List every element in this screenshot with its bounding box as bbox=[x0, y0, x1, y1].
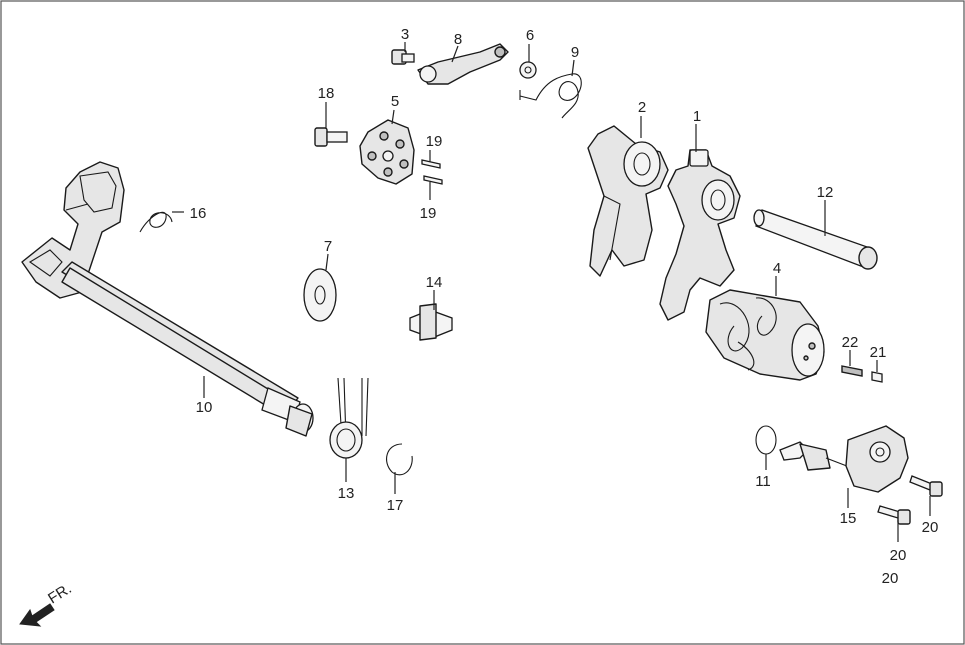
callout-9: 9 bbox=[571, 44, 579, 61]
callout-2: 2 bbox=[638, 99, 646, 116]
callout-15: 15 bbox=[840, 510, 857, 527]
callout-16: 16 bbox=[190, 205, 207, 222]
part-22-pin bbox=[841, 365, 863, 377]
callout-11: 11 bbox=[755, 473, 771, 490]
front-arrow-icon bbox=[19, 603, 55, 627]
callout-4: 4 bbox=[773, 260, 781, 277]
callout-14: 14 bbox=[426, 274, 443, 291]
part-3-collar-bolt bbox=[391, 49, 415, 65]
part-1-shift-fork bbox=[659, 149, 741, 321]
part-6-washer bbox=[519, 61, 537, 79]
callout-6: 6 bbox=[526, 27, 534, 44]
part-2-shift-fork bbox=[587, 125, 669, 277]
part-5-drum-segment bbox=[359, 119, 415, 185]
callout-19-top: 19 bbox=[426, 133, 443, 150]
part-4-shift-drum bbox=[705, 289, 825, 381]
part-8-stopper-arm bbox=[417, 43, 509, 85]
callout-3: 3 bbox=[401, 26, 409, 43]
callout-5: 5 bbox=[391, 93, 399, 110]
part-16-spring bbox=[139, 211, 173, 233]
callout-7: 7 bbox=[324, 238, 332, 255]
callout-20-lower: 20 bbox=[890, 547, 907, 564]
front-direction-indicator: FR. bbox=[19, 580, 75, 627]
part-21-pin bbox=[871, 371, 883, 383]
part-18-bolt bbox=[314, 127, 348, 147]
callout-labels: 3 8 6 9 18 5 19 19 2 1 12 16 7 14 4 10 1… bbox=[190, 26, 939, 587]
part-15-gear-position-switch bbox=[779, 425, 909, 493]
part-13-spindle-spring bbox=[329, 377, 369, 459]
leader-lines bbox=[172, 42, 931, 542]
part-14-pin bbox=[409, 303, 453, 341]
callout-21: 21 bbox=[870, 344, 887, 361]
callout-13: 13 bbox=[338, 485, 355, 502]
part-7-washer bbox=[303, 268, 337, 322]
callout-17: 17 bbox=[387, 497, 404, 514]
part-19-pins bbox=[421, 159, 443, 185]
part-20-bolts bbox=[877, 475, 943, 525]
callout-1: 1 bbox=[693, 108, 701, 125]
callout-20-right: 20 bbox=[922, 519, 939, 536]
callout-8: 8 bbox=[454, 31, 462, 48]
callout-19-bottom: 19 bbox=[420, 205, 437, 222]
part-12-fork-shaft bbox=[753, 209, 878, 270]
part-9-return-spring bbox=[519, 73, 582, 119]
part-10-shift-spindle bbox=[21, 161, 314, 437]
part-11-o-ring bbox=[755, 425, 777, 455]
callout-10: 10 bbox=[196, 399, 213, 416]
callout-12: 12 bbox=[817, 184, 834, 201]
callout-20-bottom: 20 bbox=[882, 570, 899, 587]
callout-22: 22 bbox=[842, 334, 859, 351]
part-17-circlip bbox=[386, 443, 413, 476]
callout-18: 18 bbox=[318, 85, 335, 102]
front-direction-label: FR. bbox=[45, 580, 75, 607]
